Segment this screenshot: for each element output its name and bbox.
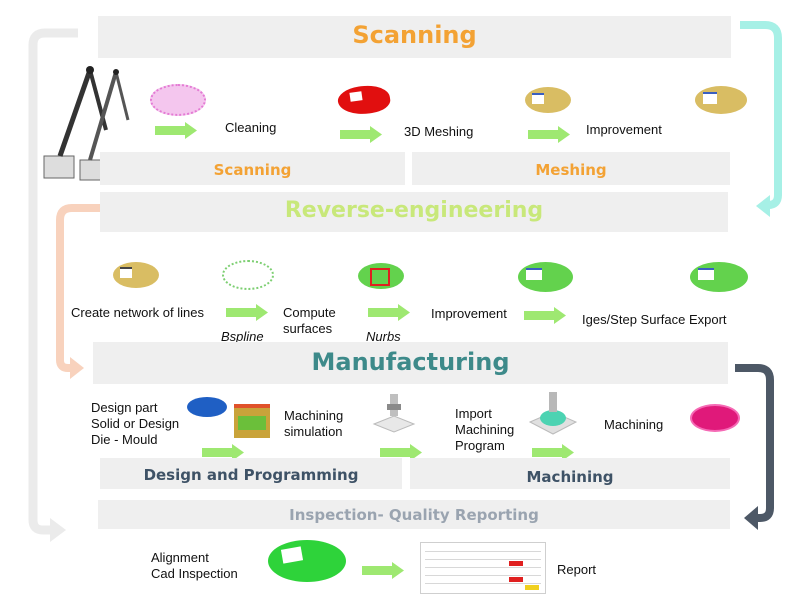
inspection-title-band: [98, 500, 730, 529]
step-import-1: Import: [455, 406, 492, 421]
bspline-dotted-image: [222, 260, 274, 290]
iges-green-window: [698, 268, 714, 280]
manufacturing-sub-band-right: [410, 458, 730, 489]
arrow-rev-1: [226, 304, 268, 321]
scanning-title-band: [98, 16, 731, 58]
manufacturing-sub-band-left: [100, 458, 402, 489]
arrow-scan-2: [340, 126, 382, 143]
mould-image: [234, 404, 270, 438]
arrow-rev-3: [524, 307, 566, 324]
tool-image: [372, 394, 416, 433]
manufacturing-title-band: [93, 342, 728, 384]
manufacturing-title: Manufacturing: [311, 348, 510, 376]
step-cad-inspection: Cad Inspection: [151, 566, 238, 581]
arrow-insp-1: [362, 562, 404, 579]
manufacturing-sub-design: Design and Programming: [143, 466, 359, 484]
arrow-scan-1: [155, 122, 197, 139]
arrow-man-2: [380, 444, 422, 461]
improvement-green-window: [526, 268, 542, 280]
scanner-arm-image: [43, 66, 130, 181]
step-import-2: Machining: [455, 422, 515, 437]
manufacturing-sub-machining: Machining: [526, 468, 614, 486]
report-table-image: [420, 542, 546, 594]
nurbs-red-lines: [370, 268, 390, 286]
arrow-man-3: [532, 444, 574, 461]
scanning-title: Scanning: [352, 21, 477, 49]
mesh-gold-window-1: [532, 93, 544, 104]
design-part-blue-image: [187, 397, 227, 417]
cnc-image: [528, 392, 578, 435]
inspection-green-image: [268, 540, 346, 582]
scanning-sub-band-left: [100, 152, 405, 185]
note-nurbs: Nurbs: [366, 329, 401, 344]
step-improvement-scan: Improvement: [586, 122, 662, 137]
arrow-scan-3: [528, 126, 570, 143]
inspection-title: Inspection- Quality Reporting: [289, 506, 539, 524]
step-alignment: Alignment: [151, 550, 209, 565]
mesh-gold-window-2: [703, 92, 717, 104]
note-bspline: Bspline: [221, 329, 264, 344]
reverse-title: Reverse-engineering: [284, 198, 544, 223]
point-cloud-pink-image: [150, 84, 206, 116]
step-design-part-2: Solid or Design: [91, 416, 180, 431]
step-machining-sim-1: Machining: [284, 408, 344, 423]
step-surfaces: surfaces: [283, 321, 333, 336]
scanning-sub-scanning: Scanning: [213, 161, 292, 179]
step-cleaning: Cleaning: [225, 120, 277, 135]
step-compute: Compute: [283, 305, 336, 320]
step-3d-meshing: 3D Meshing: [404, 124, 474, 139]
step-improvement-rev: Improvement: [431, 306, 507, 321]
mesh-red-window: [349, 91, 363, 102]
step-import-3: Program: [455, 438, 505, 453]
scanning-sub-band-right: [412, 152, 730, 185]
step-design-part-1: Design part: [91, 400, 158, 415]
machined-part-red-image: [690, 404, 740, 432]
step-report: Report: [557, 562, 597, 577]
arrow-rev-2: [368, 304, 410, 321]
step-machining: Machining: [604, 417, 664, 432]
step-create-network: Create network of lines: [71, 305, 204, 320]
network-lines-gold-window: [120, 267, 132, 278]
arrow-man-1: [202, 444, 244, 461]
step-iges-export: Iges/Step Surface Export: [582, 312, 727, 327]
step-design-part-3: Die - Mould: [91, 432, 158, 447]
step-machining-sim-2: simulation: [284, 424, 343, 439]
reverse-title-band: [100, 192, 728, 232]
scanning-sub-meshing: Meshing: [535, 161, 607, 179]
